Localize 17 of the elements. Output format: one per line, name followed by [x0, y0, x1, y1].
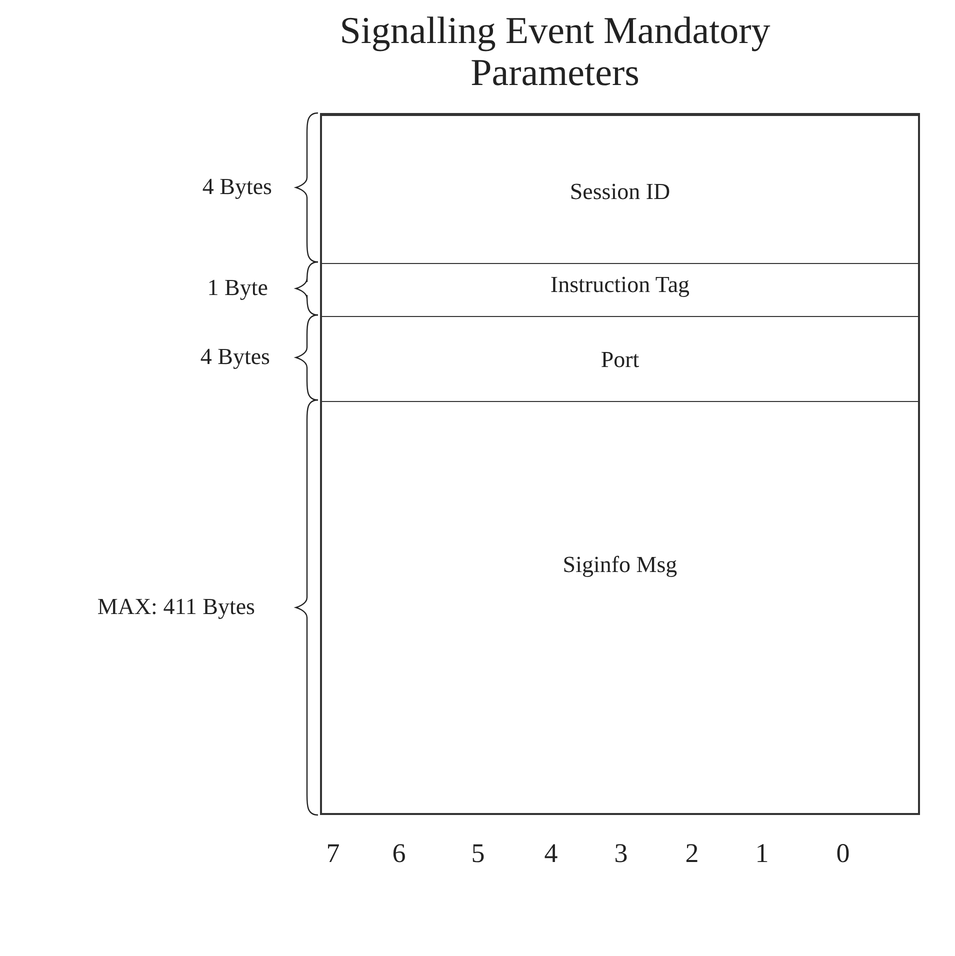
byte-size-label: MAX: 411 Bytes — [97, 594, 255, 620]
field-label: Port — [600, 347, 640, 373]
bit-number: 4 — [543, 838, 559, 869]
bit-number: 3 — [613, 838, 629, 869]
byte-size-label: 4 Bytes — [200, 344, 270, 370]
bit-number: 6 — [391, 838, 407, 869]
byte-size-label: 1 Byte — [207, 274, 268, 300]
byte-size-label: 4 Bytes — [202, 174, 272, 200]
bit-number: 7 — [325, 838, 341, 869]
bit-number: 5 — [470, 838, 486, 869]
bit-number: 2 — [684, 838, 700, 869]
field-label: Instruction Tag — [549, 272, 691, 298]
field-label: Session ID — [568, 179, 672, 205]
field-label: Siginfo Msg — [562, 552, 678, 578]
diagram-title: Signalling Event Mandatory Parameters — [338, 10, 772, 94]
bit-number: 1 — [754, 838, 770, 869]
bit-number: 0 — [835, 838, 851, 869]
